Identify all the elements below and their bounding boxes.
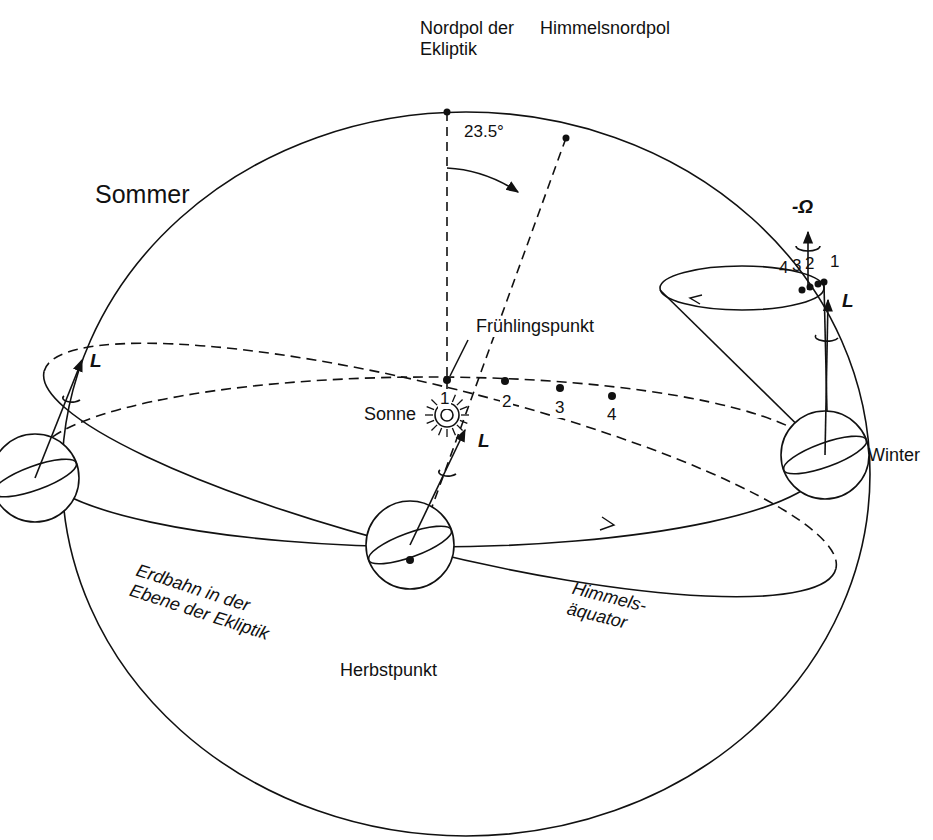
- equator-label: Himmels- äquator: [565, 578, 667, 641]
- sun-ray: [427, 420, 434, 423]
- position-number: 2: [500, 392, 513, 412]
- orbit-label: Erdbahn in der Ebene der Ekliptik: [127, 560, 292, 649]
- vector-label: -Ω: [792, 196, 813, 218]
- sun-ray: [452, 395, 455, 402]
- sun-ray: [425, 414, 433, 415]
- position-number: 3: [553, 398, 566, 418]
- position-number: 2: [805, 254, 814, 274]
- season-label: Winter: [868, 445, 920, 466]
- sun-ray: [452, 428, 455, 435]
- position-number: 4: [605, 405, 618, 425]
- sun-ray: [446, 429, 447, 437]
- sun-ray: [461, 414, 469, 415]
- angle-label: 23.5°: [462, 122, 506, 142]
- pole-label: Himmelsnordpol: [540, 18, 670, 39]
- position-number: 4: [779, 258, 788, 278]
- vector-label: L: [478, 430, 490, 452]
- point-label: Herbstpunkt: [340, 660, 437, 681]
- sun-ray: [457, 425, 463, 431]
- position-number: 3: [792, 256, 801, 276]
- position-number: 1: [438, 389, 451, 409]
- sun-ray: [460, 407, 467, 410]
- sun-ray: [431, 425, 437, 431]
- vector-label: L: [842, 290, 854, 312]
- pole-label: Nordpol der Ekliptik: [420, 18, 540, 59]
- sun-ray: [460, 420, 467, 423]
- sun-label: Sonne: [362, 404, 418, 425]
- position-number: 1: [830, 252, 839, 272]
- point-label: Frühlingspunkt: [474, 316, 596, 337]
- vector-label: L: [90, 350, 102, 372]
- sun-ray: [431, 399, 437, 405]
- sun-ray: [457, 399, 463, 405]
- sun-ray: [427, 407, 434, 410]
- season-label: Sommer: [95, 180, 189, 209]
- sun-ray: [439, 428, 442, 435]
